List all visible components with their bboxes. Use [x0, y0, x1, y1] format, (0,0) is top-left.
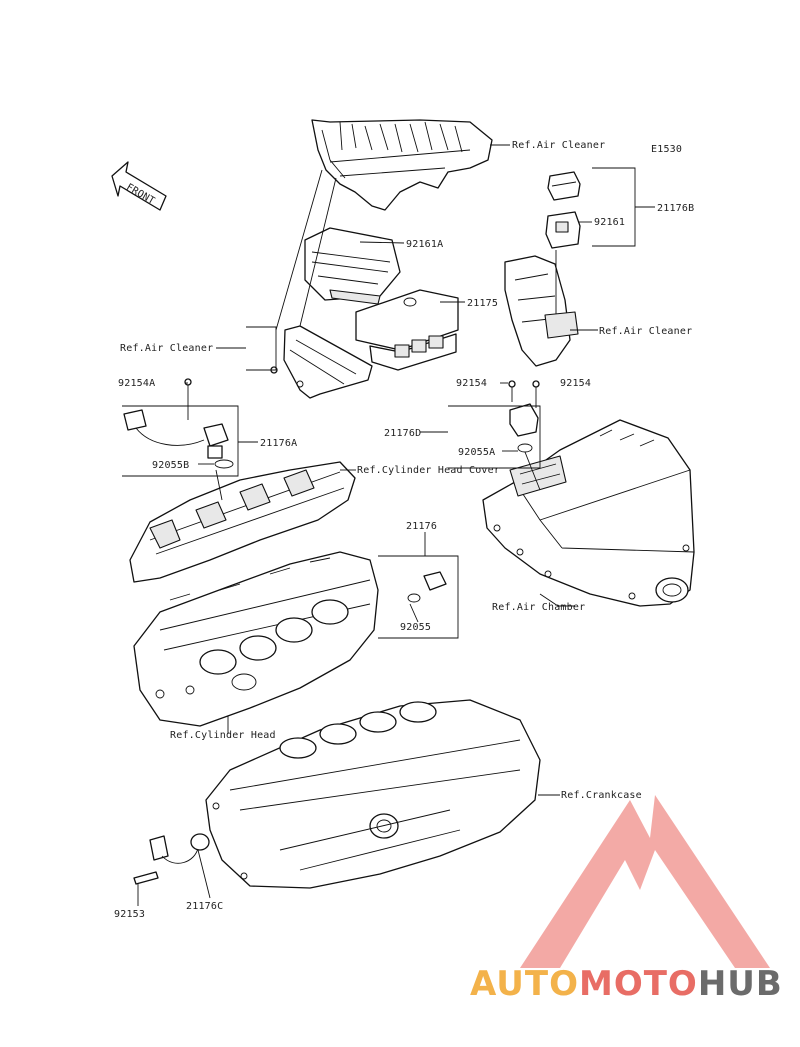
label-92161: 92161	[594, 217, 625, 228]
cylinder-head	[133, 551, 379, 727]
label-ref-air-cleaner-top: Ref.Air Cleaner	[512, 140, 605, 151]
label-92154A: 92154A	[118, 378, 155, 389]
label-ref-air-cleaner-right: Ref.Air Cleaner	[599, 326, 692, 337]
label-ref-air-chamber: Ref.Air Chamber	[492, 602, 585, 613]
watermark-part2: MOTO	[579, 964, 698, 1004]
label-92154-right: 92154	[560, 378, 591, 389]
part-92161A-group	[304, 227, 401, 305]
label-21176C: 21176C	[186, 901, 223, 912]
label-92153: 92153	[114, 909, 145, 920]
air-cleaner-housing-right	[504, 255, 579, 367]
diagram-code: E1530	[651, 144, 682, 155]
ecu-21175	[355, 289, 459, 371]
ecu-bracket	[270, 325, 373, 399]
label-92055: 92055	[400, 622, 431, 633]
label-ref-cylinder-head: Ref.Cylinder Head	[170, 730, 276, 741]
sensor-21176A	[123, 378, 234, 469]
watermark-text: AUTOMOTOHUB	[470, 964, 783, 1004]
air-chamber	[482, 419, 695, 607]
label-21175: 21175	[467, 298, 498, 309]
sensor-21176C	[133, 833, 210, 885]
cylinder-head-cover	[129, 461, 356, 583]
watermark-logo	[520, 795, 770, 968]
label-ref-crankcase: Ref.Crankcase	[561, 790, 642, 801]
label-ref-cylinder-head-cover: Ref.Cylinder Head Cover	[357, 465, 500, 476]
crankcase	[205, 699, 541, 889]
watermark-part3: HUB	[698, 964, 783, 1004]
sensor-21176D	[508, 380, 540, 453]
label-21176A: 21176A	[260, 438, 297, 449]
air-cleaner-duct-top	[311, 119, 493, 211]
svg-text:AUTOMOTOHUB: AUTOMOTOHUB	[470, 964, 783, 1004]
labels: E1530 Ref.Air Cleaner 92161A 21175 21176…	[114, 140, 694, 920]
label-92154-left: 92154	[456, 378, 487, 389]
label-21176D: 21176D	[384, 428, 421, 439]
label-92055B: 92055B	[152, 460, 189, 471]
leader-lines	[122, 144, 655, 906]
sensor-21176B-group	[545, 171, 581, 249]
label-92055A: 92055A	[458, 447, 495, 458]
watermark-part1: AUTO	[470, 964, 579, 1004]
label-ref-air-cleaner-left: Ref.Air Cleaner	[120, 343, 213, 354]
label-21176: 21176	[406, 521, 437, 532]
sensor-21176	[407, 571, 447, 603]
label-21176B: 21176B	[657, 203, 694, 214]
label-92161A: 92161A	[406, 239, 443, 250]
front-arrow: FRONT	[111, 161, 167, 211]
